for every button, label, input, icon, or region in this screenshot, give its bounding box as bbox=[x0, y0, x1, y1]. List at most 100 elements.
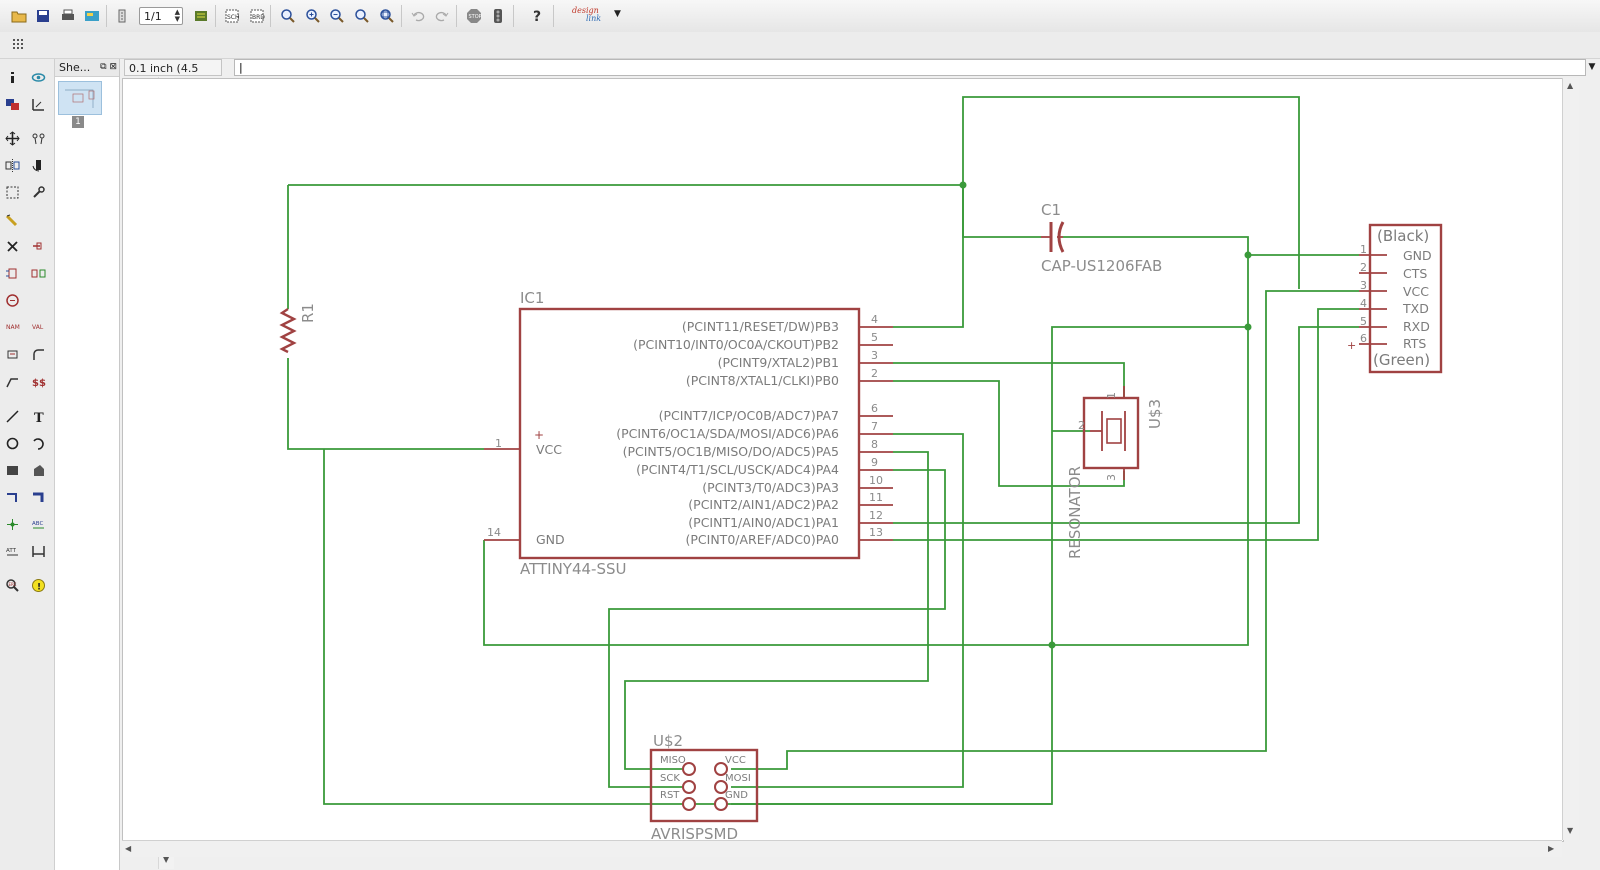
canvas-vertical-scrollbar[interactable]: ▲ ▼ bbox=[1562, 78, 1579, 840]
stop-icon[interactable]: STOP bbox=[464, 6, 484, 26]
coordinate-display: 0.1 inch (4.5 1.5) bbox=[124, 59, 222, 92]
schematic-canvas[interactable]: R1 IC1 ATTINY44-SSU + 1 VCC 14 GND bbox=[122, 78, 1564, 842]
net-icon[interactable] bbox=[2, 487, 22, 507]
ic1-attiny44[interactable]: IC1 ATTINY44-SSU + 1 VCC 14 GND bbox=[484, 289, 893, 578]
zoom-out-icon[interactable] bbox=[327, 6, 347, 26]
split-icon[interactable] bbox=[2, 371, 22, 391]
dimension-icon[interactable] bbox=[28, 541, 48, 561]
cam-icon[interactable] bbox=[82, 6, 102, 26]
ic1-pin-num: 8 bbox=[871, 438, 878, 451]
scroll-right-icon[interactable]: ▶ bbox=[1548, 844, 1555, 853]
run-icon[interactable] bbox=[191, 6, 211, 26]
canvas-horizontal-scrollbar[interactable]: ◀ ▶ bbox=[122, 840, 1562, 857]
avrisp-header-u2[interactable]: MISO SCK RST VCC MOSI GND U$2 AVRISPSMD bbox=[649, 732, 759, 841]
print-icon[interactable] bbox=[58, 6, 78, 26]
chevron-down-icon[interactable]: ▼ bbox=[614, 9, 621, 19]
label-icon[interactable]: ABC bbox=[28, 514, 48, 534]
gateswap-icon[interactable] bbox=[28, 263, 48, 283]
wire-icon[interactable] bbox=[2, 406, 22, 426]
sheets-panel-title: She... bbox=[59, 61, 91, 74]
ic1-pin-num: 13 bbox=[869, 526, 883, 539]
zoom-area-icon[interactable] bbox=[377, 6, 397, 26]
chevron-down-icon[interactable]: ▼ bbox=[1588, 62, 1596, 72]
copy-icon[interactable] bbox=[28, 128, 48, 148]
svg-text:$: $ bbox=[39, 378, 46, 389]
u3-name: U$3 bbox=[1146, 399, 1164, 429]
mirror-icon[interactable] bbox=[2, 155, 22, 175]
move-icon[interactable] bbox=[2, 128, 22, 148]
ftdi-pin-label: TXD bbox=[1402, 301, 1429, 316]
ic1-pin-num: 6 bbox=[871, 402, 878, 415]
close-icon[interactable]: ⊠ bbox=[109, 62, 117, 72]
display-layers-icon[interactable] bbox=[2, 94, 22, 114]
ftdi-pin-num: 1 bbox=[1360, 243, 1367, 256]
ftdi-header[interactable]: (Black) (Green) 1 2 3 4 5 6 + GND CTS VC… bbox=[1347, 223, 1443, 374]
group-icon[interactable] bbox=[2, 182, 22, 202]
sheet-thumbnail[interactable] bbox=[58, 81, 102, 115]
svg-text:!: ! bbox=[37, 582, 41, 592]
polygon-icon[interactable] bbox=[28, 460, 48, 480]
scroll-left-icon[interactable]: ◀ bbox=[125, 844, 132, 853]
grid-icon[interactable] bbox=[12, 38, 26, 52]
name-icon[interactable]: NAME bbox=[2, 317, 22, 337]
mark-icon[interactable] bbox=[28, 94, 48, 114]
undo-icon[interactable] bbox=[408, 6, 428, 26]
redo-icon[interactable] bbox=[432, 6, 452, 26]
erc-icon[interactable]: ERC bbox=[2, 575, 22, 595]
ftdi-pin-num: 6 bbox=[1360, 332, 1367, 345]
show-eye-icon[interactable] bbox=[28, 67, 48, 87]
spin-arrows-icon[interactable]: ▲▼ bbox=[174, 8, 180, 23]
svg-text:NAME: NAME bbox=[6, 324, 20, 331]
sch-icon[interactable]: SCH bbox=[222, 6, 242, 26]
u2-pin-label: GND bbox=[725, 790, 748, 801]
junction-icon[interactable] bbox=[2, 514, 22, 534]
brd-icon[interactable]: BRD bbox=[247, 6, 267, 26]
r1-name: R1 bbox=[299, 303, 317, 323]
u3-pin-num: 2 bbox=[1078, 419, 1085, 432]
ic1-pin-num: 3 bbox=[871, 349, 878, 362]
open-icon[interactable] bbox=[9, 6, 29, 26]
zoom-fit-icon[interactable] bbox=[278, 6, 298, 26]
go-icon[interactable] bbox=[488, 6, 508, 26]
bus-icon[interactable] bbox=[28, 487, 48, 507]
scroll-down-icon[interactable]: ▼ bbox=[1567, 826, 1574, 835]
circle-icon[interactable] bbox=[2, 433, 22, 453]
value-icon[interactable]: VAL bbox=[28, 317, 48, 337]
ftdi-top-label: (Black) bbox=[1377, 227, 1429, 245]
miter-icon[interactable] bbox=[28, 344, 48, 364]
sheet-selector[interactable]: 1/1 ▲▼ bbox=[139, 7, 183, 25]
help-icon[interactable]: ? bbox=[527, 6, 547, 26]
ic1-pin-num: 10 bbox=[869, 474, 883, 487]
script-icon[interactable] bbox=[112, 6, 132, 26]
pinswap-icon[interactable] bbox=[2, 263, 22, 283]
delete-icon[interactable] bbox=[2, 236, 22, 256]
change-icon[interactable] bbox=[28, 182, 48, 202]
rotate-icon[interactable] bbox=[28, 155, 48, 175]
info-icon[interactable] bbox=[2, 67, 22, 87]
ic1-pin-label: (PCINT2/AIN1/ADC2)PA2 bbox=[688, 497, 839, 512]
arc-icon[interactable] bbox=[28, 433, 48, 453]
invoke-icon[interactable]: $$ bbox=[28, 371, 48, 391]
zoom-in-icon[interactable] bbox=[303, 6, 323, 26]
smash-icon[interactable] bbox=[2, 344, 22, 364]
attribute-icon[interactable]: ATT bbox=[2, 541, 22, 561]
u3-pin-num: 1 bbox=[1105, 392, 1118, 399]
float-icon[interactable]: ⧉ bbox=[100, 62, 107, 72]
svg-text:BRD: BRD bbox=[252, 14, 265, 21]
command-input[interactable] bbox=[234, 59, 1586, 76]
rect-icon[interactable] bbox=[2, 460, 22, 480]
replace-icon[interactable] bbox=[2, 290, 22, 310]
resonator-u3[interactable]: 2 1 3 U$3 RESONATOR bbox=[1066, 386, 1164, 559]
add-icon[interactable] bbox=[28, 236, 48, 256]
capacitor-c1[interactable]: C1 CAP-US1206FAB bbox=[1041, 201, 1162, 275]
errors-icon[interactable]: ! bbox=[28, 575, 48, 595]
text-icon[interactable]: T bbox=[28, 406, 48, 426]
zoom-select-icon[interactable] bbox=[352, 6, 372, 26]
resistor-r1[interactable]: R1 bbox=[279, 303, 317, 354]
u2-pin-label: MISO bbox=[660, 755, 686, 766]
designlink-icon[interactable]: design link bbox=[572, 7, 610, 27]
save-icon[interactable] bbox=[33, 6, 53, 26]
scroll-up-icon[interactable]: ▲ bbox=[1567, 81, 1574, 90]
paste-icon[interactable] bbox=[2, 209, 22, 229]
u2-name: U$2 bbox=[653, 732, 683, 750]
